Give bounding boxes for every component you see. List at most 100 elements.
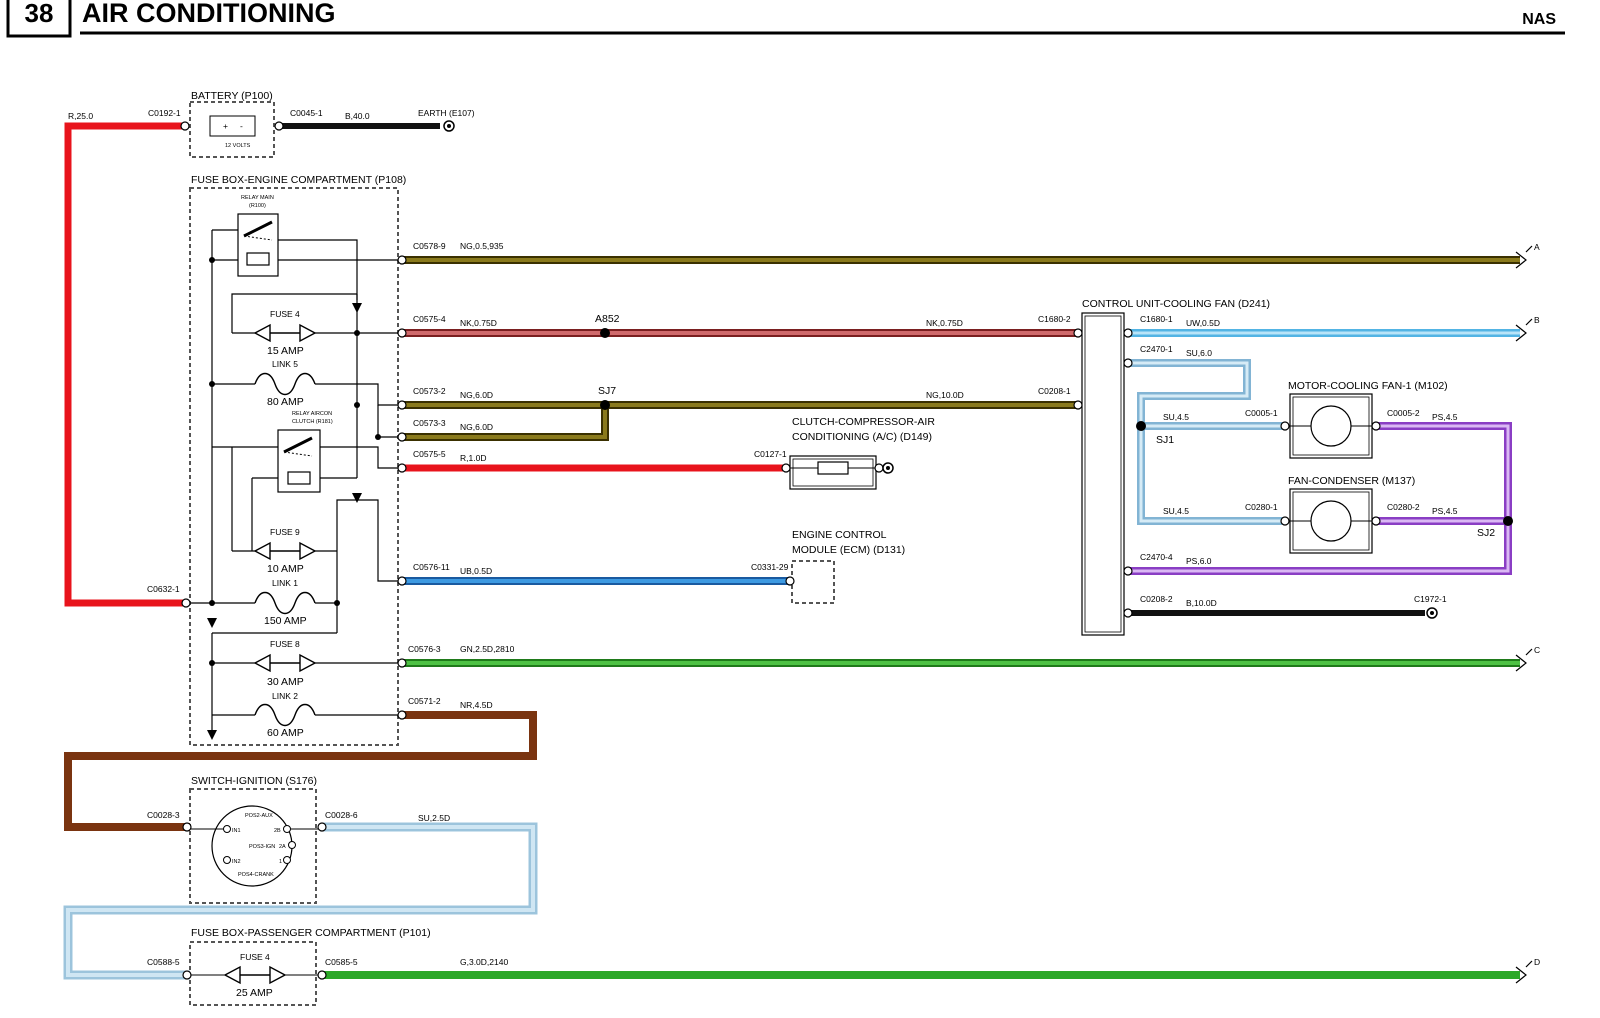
wire-label-ps-45b: PS,4.5 — [1432, 506, 1458, 516]
motor-fan-title: MOTOR-COOLING FAN-1 (M102) — [1288, 380, 1448, 392]
fuse-9-symbol — [253, 541, 317, 561]
wire-label-nr: NR,4.5D — [460, 700, 493, 710]
wire-label-g-3: G,3.0D,2140 — [460, 957, 508, 967]
relay-main-ref: (R100) — [249, 203, 266, 209]
splice-sj7 — [600, 400, 610, 410]
switch-ignition — [182, 788, 327, 904]
end-label-c: C — [1534, 645, 1540, 655]
battery-volts: 12 VOLTS — [225, 143, 251, 149]
wire-label-ng-6b: NG,6.0D — [460, 422, 493, 432]
fuse-8-label: FUSE 8 — [270, 639, 300, 649]
conn-c0208-2: C0208-2 — [1140, 594, 1173, 604]
splice-a852-label: A852 — [595, 313, 620, 325]
fuse-8-symbol — [253, 653, 317, 673]
conn-c1680-1: C1680-1 — [1140, 314, 1173, 324]
conn-c0576-11: C0576-11 — [413, 562, 450, 572]
wire-label-ng-10: NG,10.0D — [926, 390, 964, 400]
conn-c0573-2: C0573-2 — [413, 386, 446, 396]
battery-component: + - — [180, 101, 455, 158]
link-5-symbol — [254, 372, 316, 396]
conn-c0005-1: C0005-1 — [1245, 408, 1278, 418]
fusebox-passenger — [182, 941, 327, 1006]
cooling-unit-title: CONTROL UNIT-COOLING FAN (D241) — [1082, 298, 1270, 310]
clutch-title-2: CONDITIONING (A/C) (D149) — [792, 431, 932, 443]
clutch-title-1: CLUTCH-COMPRESSOR-AIR — [792, 416, 935, 428]
svg-text:-: - — [240, 121, 243, 131]
conn-c0208-1: C0208-1 — [1038, 386, 1071, 396]
wire-nr — [64, 711, 537, 831]
link-2-label: LINK 2 — [272, 691, 298, 701]
link-2-symbol — [254, 703, 316, 727]
conn-c0575-5: C0575-5 — [413, 449, 446, 459]
page-number: 38 — [25, 0, 54, 28]
wire-label-su-45a: SU,4.5 — [1163, 412, 1189, 422]
clutch-compressor — [781, 455, 894, 490]
conn-c0588-5: C0588-5 — [147, 957, 180, 967]
ign-in2: IN2 — [232, 859, 241, 865]
link-5-amp: 80 AMP — [267, 396, 304, 408]
fuse-4-amp: 15 AMP — [267, 345, 304, 357]
fusebox-engine — [181, 187, 407, 746]
conn-c2470-4: C2470-4 — [1140, 552, 1173, 562]
wire-label-b-10: B,10.0D — [1186, 598, 1217, 608]
ign-pos4: POS4-CRANK — [238, 872, 274, 878]
conn-c1972-1: C1972-1 — [1414, 594, 1447, 604]
link-1-label: LINK 1 — [272, 578, 298, 588]
wire-label-su-25: SU,2.5D — [418, 813, 450, 823]
ecm-title-1: ENGINE CONTROL — [792, 529, 887, 541]
passenger-fuse-label: FUSE 4 — [240, 952, 270, 962]
wire-label-ub: UB,0.5D — [460, 566, 492, 576]
link-2-amp: 60 AMP — [267, 727, 304, 739]
wire-label-b-40: B,40.0 — [345, 111, 370, 121]
link-5-label: LINK 5 — [272, 359, 298, 369]
conn-c1680-2: C1680-2 — [1038, 314, 1071, 324]
ign-pos3: POS3-IGN — [249, 844, 275, 850]
conn-c0632-1: C0632-1 — [147, 584, 180, 594]
wire-su-45 — [1139, 424, 1285, 523]
passenger-fuse-amp: 25 AMP — [236, 987, 273, 999]
fuse-4-symbol — [253, 323, 317, 343]
end-label-a: A — [1534, 242, 1540, 252]
wire-ends — [1515, 245, 1533, 984]
wire-ng-6b — [402, 405, 607, 439]
fuse-9-label: FUSE 9 — [270, 527, 300, 537]
conn-c0045-1: C0045-1 — [290, 108, 323, 118]
wire-label-uw: UW,0.5D — [1186, 318, 1220, 328]
wire-label-su-6: SU,6.0 — [1186, 348, 1212, 358]
wire-su-25-outline — [63, 822, 538, 980]
conn-c0280-1: C0280-1 — [1245, 502, 1278, 512]
conn-c0573-3: C0573-3 — [413, 418, 446, 428]
end-label-d: D — [1534, 957, 1540, 967]
splice-sj2-label: SJ2 — [1477, 527, 1495, 539]
wire-label-nk-r: NK,0.75D — [926, 318, 963, 328]
wire-label-r-25: R,25.0 — [68, 111, 93, 121]
conn-c0331-29: C0331-29 — [751, 562, 789, 572]
page-title: AIR CONDITIONING — [82, 0, 336, 28]
ecm — [785, 560, 835, 604]
svg-text:+: + — [223, 121, 228, 131]
splice-sj1-label: SJ1 — [1156, 434, 1174, 446]
conn-c0578-9: C0578-9 — [413, 241, 446, 251]
conn-c0280-2: C0280-2 — [1387, 502, 1420, 512]
cooling-fan-control-unit — [1073, 312, 1133, 636]
wire-label-r-1: R,1.0D — [460, 453, 486, 463]
ign-pos2: POS2-AUX — [245, 813, 273, 819]
conn-c0576-3: C0576-3 — [408, 644, 441, 654]
fan-condenser-title: FAN-CONDENSER (M137) — [1288, 475, 1415, 487]
page-header: 38 AIR CONDITIONING NAS — [6, 0, 1565, 38]
wire-label-ps-6: PS,6.0 — [1186, 556, 1212, 566]
motor-cooling-fan — [1280, 393, 1381, 459]
wire-label-gn: GN,2.5D,2810 — [460, 644, 515, 654]
ign-2b: 2B — [274, 828, 281, 834]
earth-label: EARTH (E107) — [418, 108, 475, 118]
splice-a852 — [600, 328, 610, 338]
wire-su-25 — [66, 825, 535, 977]
conn-c0127-1: C0127-1 — [754, 449, 787, 459]
splice-sj1 — [1136, 421, 1146, 431]
wire-label-su-45b: SU,4.5 — [1163, 506, 1189, 516]
conn-c0028-6: C0028-6 — [325, 810, 358, 820]
splice-sj2 — [1503, 516, 1513, 526]
link-1-amp: 150 AMP — [264, 615, 307, 627]
ign-in1: IN1 — [232, 828, 241, 834]
relay-aircon-label-1: RELAY AIRCON — [292, 411, 332, 417]
